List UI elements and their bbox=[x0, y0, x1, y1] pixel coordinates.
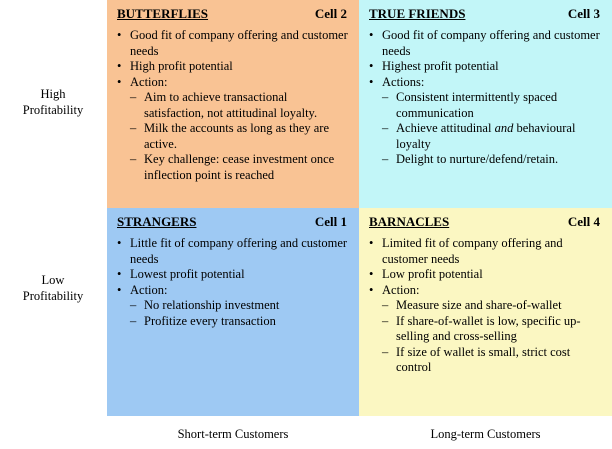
bullet-item: Good fit of company offering and custome… bbox=[117, 28, 349, 59]
sub-bullet-item: Consistent intermittently spaced communi… bbox=[382, 90, 602, 121]
cell-title: TRUE FRIENDS bbox=[369, 6, 466, 21]
bullet-text: Action: bbox=[382, 282, 420, 297]
sub-bullet-item: No relationship investment bbox=[130, 298, 349, 314]
cell-title: STRANGERS bbox=[117, 214, 197, 229]
bullet-item: Low profit potential bbox=[369, 267, 602, 283]
column-label-long-term: Long-term Customers bbox=[430, 427, 541, 441]
cell-number: Cell 3 bbox=[567, 6, 600, 21]
bullet-list: Good fit of company offering and custome… bbox=[369, 28, 602, 168]
cell-header: BARNACLES Cell 4 bbox=[369, 214, 602, 230]
bullet-text: Highest profit potential bbox=[382, 59, 499, 73]
bullet-text: Action: bbox=[130, 282, 168, 297]
sub-bullet-item: Measure size and share-of-wallet bbox=[382, 298, 602, 314]
cell-strangers: STRANGERS Cell 1 Little fit of company off… bbox=[107, 208, 359, 416]
cell-title: BARNACLES bbox=[369, 214, 450, 229]
row-label-high-line1: High bbox=[40, 87, 66, 101]
cell-barnacles: BARNACLES Cell 4 Limited fit of company of… bbox=[359, 208, 612, 416]
bullet-item: Action:Measure size and share-of-walletI… bbox=[369, 283, 602, 376]
cell-butterflies: BUTTERFLIES Cell 2 Good fit of company off… bbox=[107, 0, 359, 208]
cell-header: STRANGERS Cell 1 bbox=[117, 214, 349, 230]
sub-bullet-item: Aim to achieve transactional satisfactio… bbox=[130, 90, 349, 121]
sub-bullet-list: No relationship investmentProfitize ever… bbox=[130, 298, 349, 329]
bullet-item: Lowest profit potential bbox=[117, 267, 349, 283]
bullet-list: Good fit of company offering and custome… bbox=[117, 28, 349, 183]
bullet-item: Good fit of company offering and custome… bbox=[369, 28, 602, 59]
row-label-low-line1: Low bbox=[41, 273, 65, 287]
bullet-text: Lowest profit potential bbox=[130, 267, 245, 281]
sub-bullet-item: Key challenge: cease investment once inf… bbox=[130, 152, 349, 183]
row-label-high: High Profitability bbox=[0, 86, 106, 118]
sub-bullet-item: Milk the accounts as long as they are ac… bbox=[130, 121, 349, 152]
cell-number: Cell 2 bbox=[314, 6, 347, 21]
bullet-item: High profit potential bbox=[117, 59, 349, 75]
emphasis: and bbox=[494, 121, 514, 135]
bullet-item: Limited fit of company offering and cust… bbox=[369, 236, 602, 267]
row-label-low-line2: Profitability bbox=[22, 289, 84, 303]
sub-bullet-list: Measure size and share-of-walletIf share… bbox=[382, 298, 602, 376]
bullet-list: Little fit of company offering and custo… bbox=[117, 236, 349, 329]
bullet-item: Action:Aim to achieve transactional sati… bbox=[117, 75, 349, 184]
sub-bullet-item: If size of wallet is small, strict cost … bbox=[382, 345, 602, 376]
cell-number: Cell 1 bbox=[314, 214, 347, 229]
row-label-low: Low Profitability bbox=[0, 272, 106, 304]
bullet-text: Action: bbox=[130, 74, 168, 89]
row-label-high-line2: Profitability bbox=[22, 103, 84, 117]
bullet-text: Little fit of company offering and custo… bbox=[130, 236, 348, 266]
cell-header: TRUE FRIENDS Cell 3 bbox=[369, 6, 602, 22]
cell-true-friends: TRUE FRIENDS Cell 3 Good fit of company of… bbox=[359, 0, 612, 208]
bullet-text: Good fit of company offering and custome… bbox=[130, 28, 348, 58]
sub-bullet-item: Achieve attitudinal and behavioural loya… bbox=[382, 121, 602, 152]
bullet-item: Little fit of company offering and custo… bbox=[117, 236, 349, 267]
sub-bullet-item: If share-of-wallet is low, specific up-s… bbox=[382, 314, 602, 345]
bullet-text: Limited fit of company offering and cust… bbox=[382, 236, 563, 266]
bullet-list: Limited fit of company offering and cust… bbox=[369, 236, 602, 376]
bullet-text: High profit potential bbox=[130, 59, 233, 73]
cell-header: BUTTERFLIES Cell 2 bbox=[117, 6, 349, 22]
bullet-text: Actions: bbox=[382, 74, 425, 89]
bullet-item: Actions:Consistent intermittently spaced… bbox=[369, 75, 602, 168]
cell-title: BUTTERFLIES bbox=[117, 6, 209, 21]
bullet-text: Low profit potential bbox=[382, 267, 483, 281]
sub-bullet-list: Consistent intermittently spaced communi… bbox=[382, 90, 602, 168]
cell-number: Cell 4 bbox=[567, 214, 600, 229]
sub-bullet-item: Delight to nurture/defend/retain. bbox=[382, 152, 602, 168]
column-label-short-term: Short-term Customers bbox=[177, 427, 289, 441]
sub-bullet-item: Profitize every transaction bbox=[130, 314, 349, 330]
bullet-item: Action:No relationship investmentProfiti… bbox=[117, 283, 349, 330]
bullet-text: Good fit of company offering and custome… bbox=[382, 28, 600, 58]
bullet-item: Highest profit potential bbox=[369, 59, 602, 75]
sub-bullet-list: Aim to achieve transactional satisfactio… bbox=[130, 90, 349, 183]
